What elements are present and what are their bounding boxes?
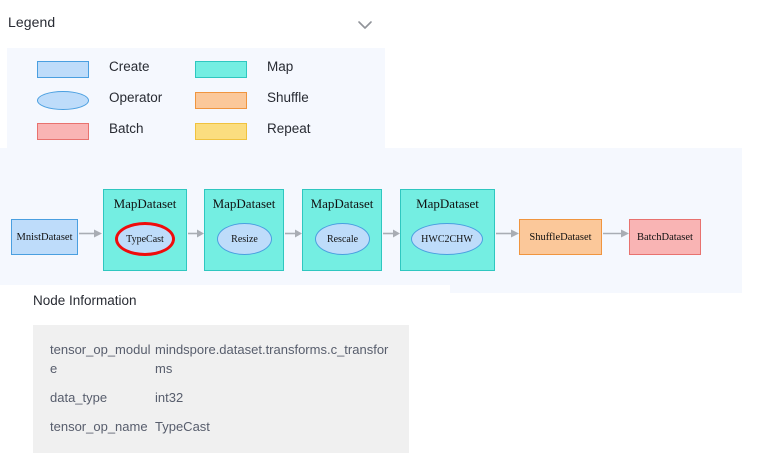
graph-operator-typecast[interactable]: TypeCast: [115, 222, 175, 256]
graph-edge-arrow: [496, 229, 519, 238]
property-key: data_type: [50, 390, 108, 405]
graph-node-label: ShuffleDataset: [529, 231, 592, 243]
graph-node-label: MapDataset: [113, 196, 177, 211]
graph-node-label: MnistDataset: [16, 231, 73, 243]
node-information-title: Node Information: [33, 293, 137, 308]
legend-item-operator: Operator: [37, 87, 197, 118]
graph-operator-label: TypeCast: [126, 233, 164, 245]
graph-edge-arrow: [383, 229, 400, 238]
legend-label-shuffle: Shuffle: [267, 90, 309, 105]
legend-swatch-shuffle: [195, 92, 247, 109]
property-value: int32: [155, 390, 184, 405]
legend-label-map: Map: [267, 59, 294, 74]
table-row: tensor_op_name TypeCast: [33, 412, 409, 441]
legend-item-batch: Batch: [37, 118, 197, 149]
graph-node-label: BatchDataset: [637, 231, 693, 243]
table-row: data_type int32: [33, 383, 409, 412]
legend-item-repeat: Repeat: [195, 118, 355, 149]
legend-item-create: Create: [37, 56, 197, 87]
property-key: tensor_op_module: [50, 342, 151, 376]
legend-label-operator: Operator: [109, 90, 163, 105]
legend-swatch-map: [195, 61, 247, 78]
graph-node-label: MapDataset: [212, 196, 276, 211]
graph-edge-arrow: [79, 229, 102, 238]
legend-header: Legend: [0, 0, 779, 48]
property-key: tensor_op_name: [50, 419, 148, 434]
legend-label-batch: Batch: [109, 121, 144, 136]
graph-edge-arrow: [188, 229, 204, 238]
graph-operator-rescale[interactable]: Rescale: [315, 223, 370, 255]
property-value: TypeCast: [155, 419, 210, 434]
legend-panel: Create Operator Batch Map Shuffle Repeat: [7, 48, 385, 148]
legend-swatch-batch: [37, 123, 89, 140]
graph-node-mapdataset-rescale[interactable]: MapDataset: [302, 189, 382, 271]
legend-swatch-operator: [37, 91, 89, 110]
graph-node-mnistdataset[interactable]: MnistDataset: [11, 219, 78, 255]
legend-label-repeat: Repeat: [267, 121, 311, 136]
graph-node-label: MapDataset: [310, 196, 374, 211]
graph-edge-arrow: [285, 229, 302, 238]
legend-swatch-create: [37, 61, 89, 78]
graph-operator-label: Resize: [231, 233, 258, 245]
graph-operator-label: HWC2CHW: [421, 233, 473, 245]
graph-node-label: MapDataset: [416, 196, 479, 211]
graph-node-batchdataset[interactable]: BatchDataset: [629, 219, 701, 255]
chevron-down-icon[interactable]: [352, 14, 378, 36]
graph-edge-arrow: [603, 229, 629, 238]
node-information-table: tensor_op_module mindspore.dataset.trans…: [33, 325, 409, 453]
property-value: mindspore.dataset.transforms.c_transform…: [155, 342, 389, 376]
legend-label-create: Create: [109, 59, 150, 74]
legend-swatch-repeat: [195, 123, 247, 140]
table-row: tensor_op_module mindspore.dataset.trans…: [33, 335, 409, 383]
legend-item-shuffle: Shuffle: [195, 87, 355, 118]
node-information-panel: Node Information tensor_op_module mindsp…: [0, 285, 450, 453]
legend-title: Legend: [8, 14, 56, 30]
legend-item-map: Map: [195, 56, 355, 87]
graph-operator-resize[interactable]: Resize: [217, 223, 272, 255]
pipeline-graph-canvas[interactable]: MnistDataset MapDataset TypeCast MapData…: [0, 148, 742, 293]
graph-node-shuffledataset[interactable]: ShuffleDataset: [519, 219, 602, 255]
graph-operator-label: Rescale: [326, 233, 359, 245]
graph-operator-hwc2chw[interactable]: HWC2CHW: [411, 223, 483, 255]
